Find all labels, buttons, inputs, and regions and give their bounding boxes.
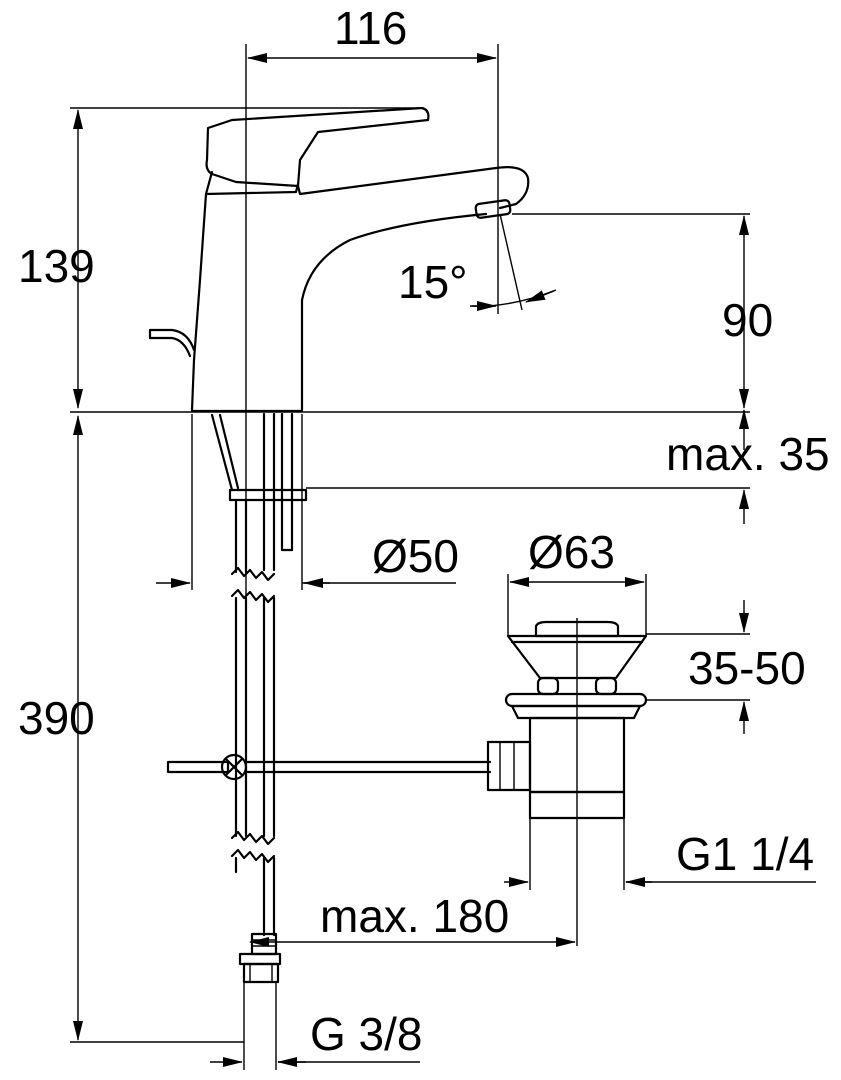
label-diameter-63: Ø63	[528, 526, 615, 578]
spout-top	[296, 166, 530, 210]
label-390: 390	[18, 692, 95, 744]
body-front	[190, 192, 208, 412]
label-max-35: max. 35	[666, 428, 830, 480]
linkage-screw	[220, 753, 248, 781]
label-139: 139	[18, 240, 95, 292]
break-mark	[230, 566, 276, 582]
popup-linkage	[166, 753, 492, 781]
popup-rod	[148, 328, 196, 352]
mounting-plate	[228, 488, 308, 502]
waste-port	[486, 740, 532, 792]
label-g-3-8: G 3/8	[310, 1008, 423, 1060]
waste-plug	[534, 620, 620, 638]
faucet-body	[148, 106, 530, 413]
handle-collar	[204, 170, 300, 196]
label-90: 90	[722, 294, 773, 346]
label-max-180: max. 180	[320, 890, 509, 942]
label-diameter-50: Ø50	[372, 530, 459, 582]
mounting-parts	[210, 412, 308, 984]
hose-connector	[250, 932, 278, 956]
spout-underside	[300, 212, 488, 412]
label-116: 116	[334, 2, 407, 54]
aerator	[474, 199, 512, 219]
dimension-labels: 116 139 15° 90 max. 35 Ø50 Ø63 35-50 390…	[18, 2, 830, 1060]
waste-washer	[504, 692, 648, 708]
waste-fitting	[486, 620, 648, 820]
lever-handle	[205, 106, 430, 188]
label-g1-1-4: G1 1/4	[676, 828, 814, 880]
label-15-degrees: 15°	[398, 256, 468, 308]
label-35-50: 35-50	[688, 642, 806, 694]
dimension-lines	[70, 44, 816, 1070]
